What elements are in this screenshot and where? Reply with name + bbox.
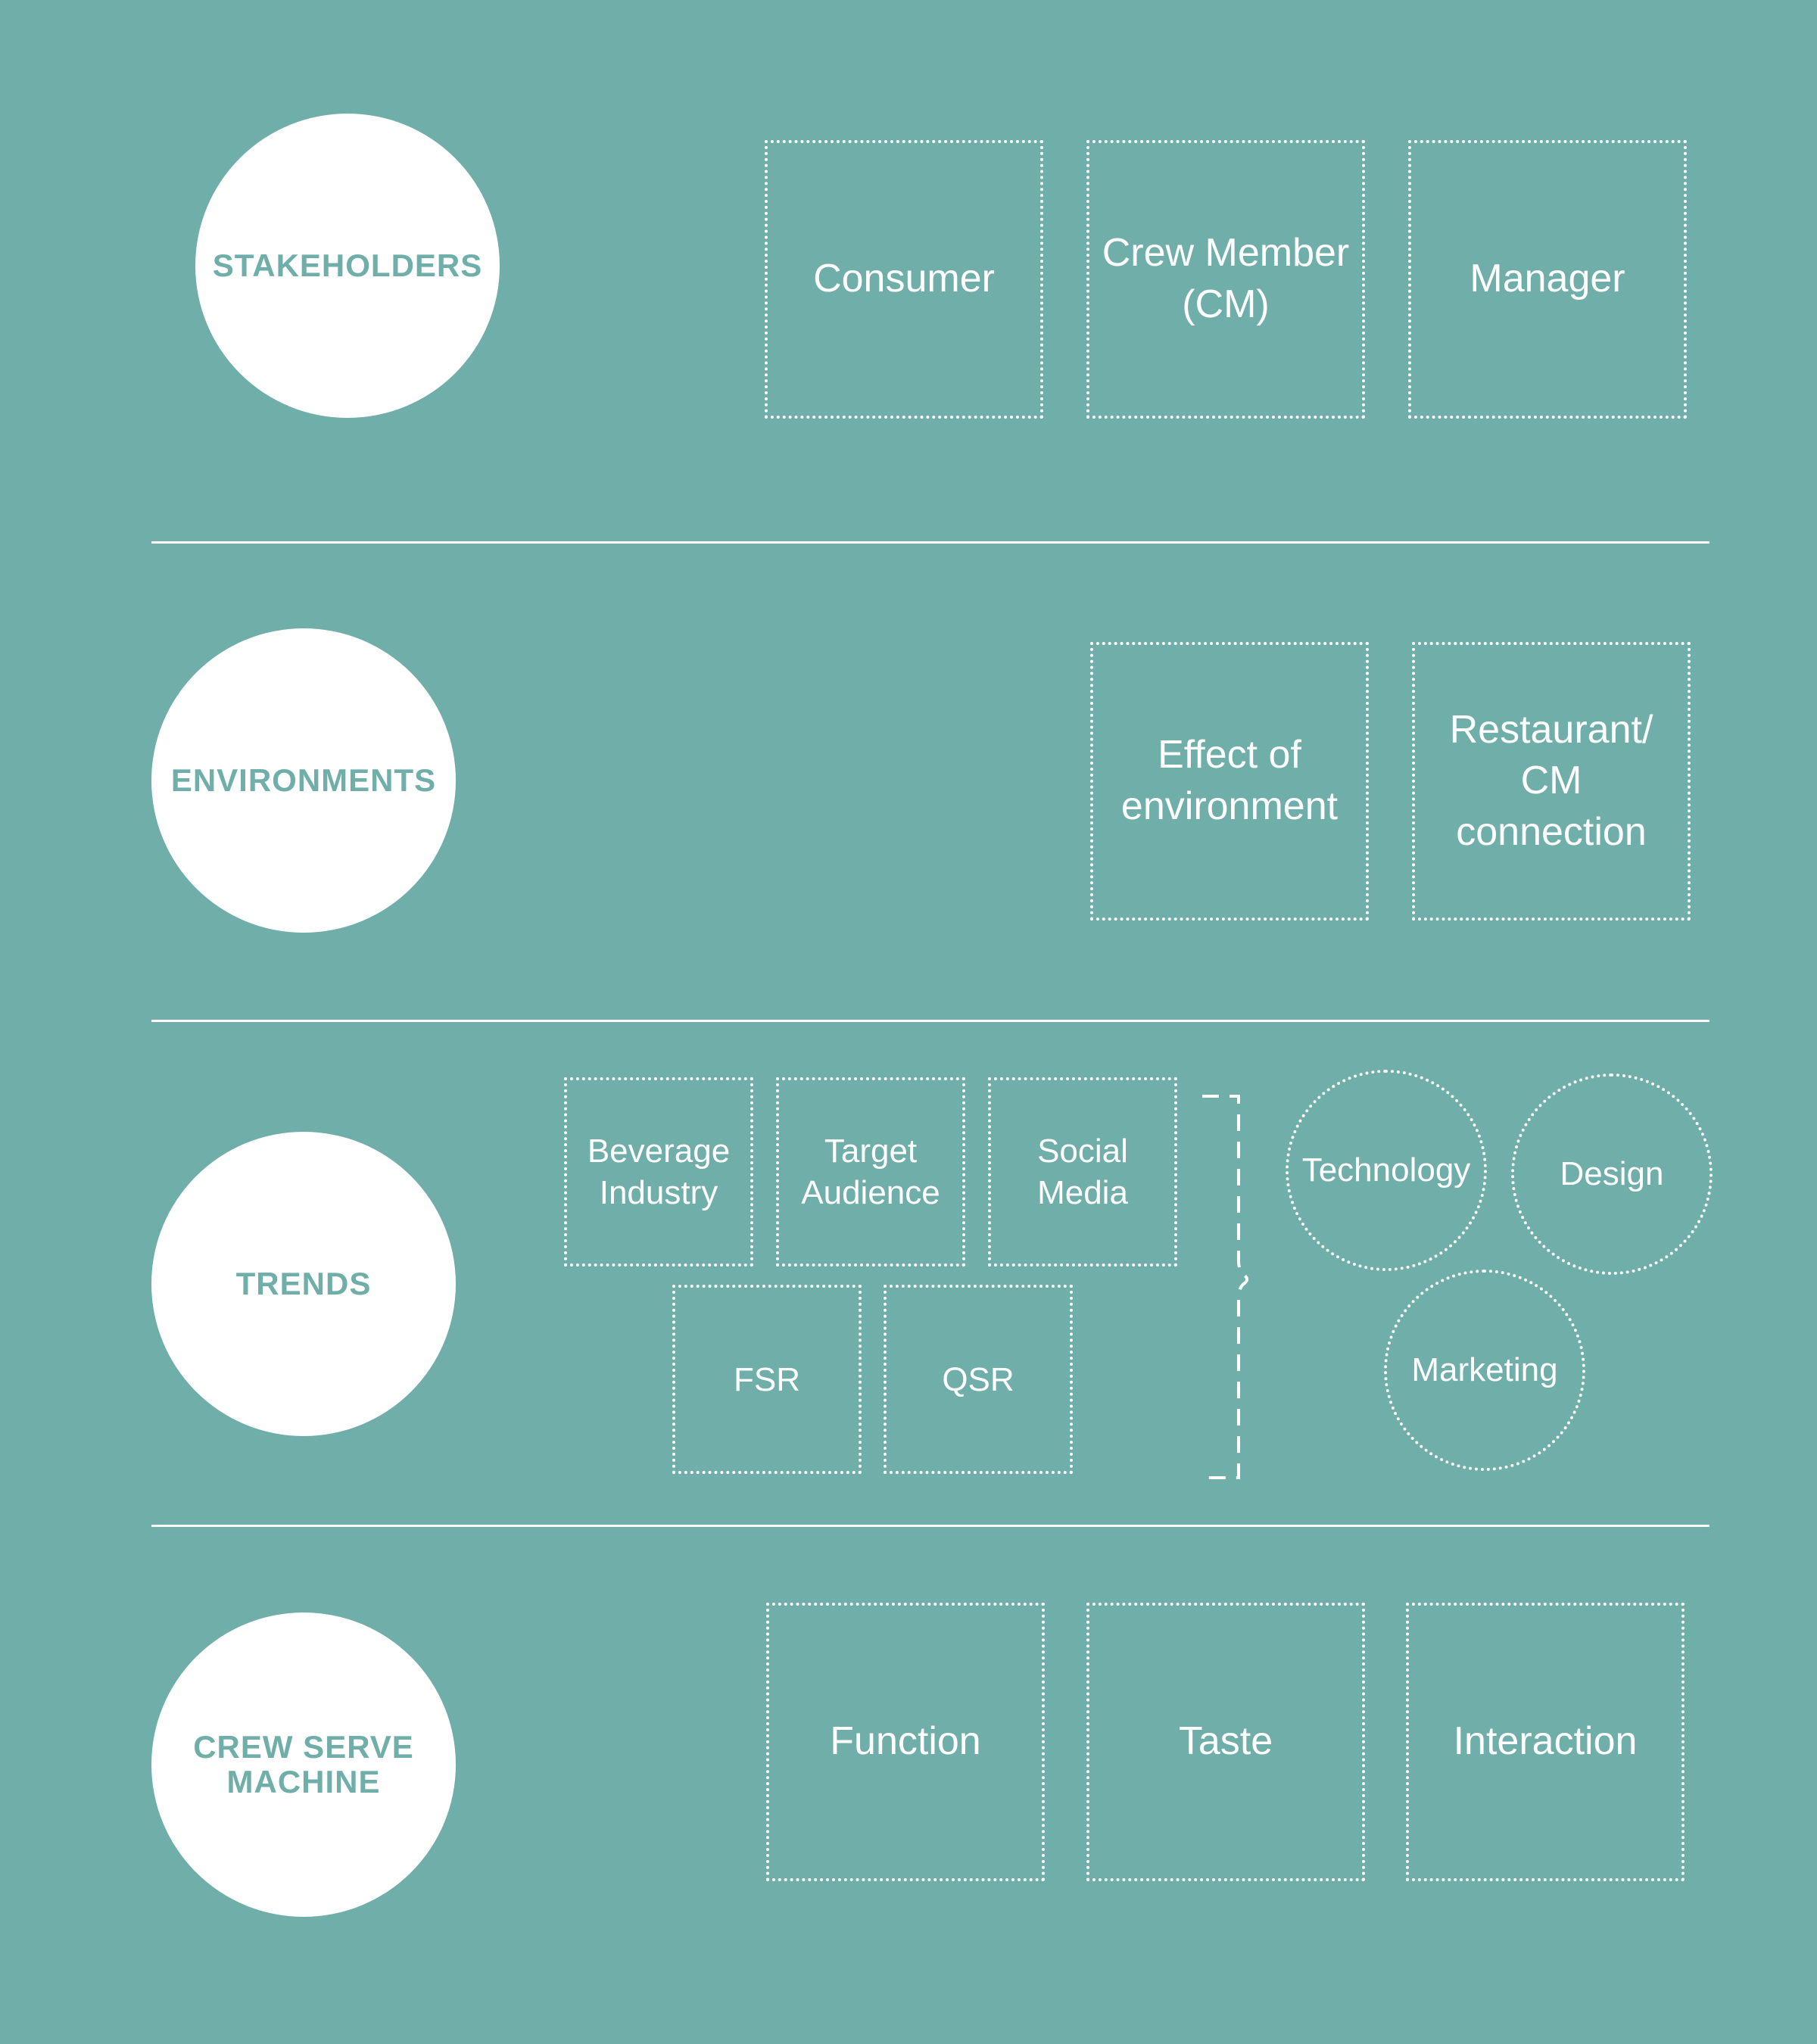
grouping-bracket bbox=[1202, 1095, 1248, 1479]
section-divider bbox=[151, 541, 1709, 544]
trend-box-fsr: FSR bbox=[672, 1285, 862, 1474]
crew-serve-machine-circle: CREW SERVE MACHINE bbox=[151, 1612, 456, 1917]
trend-box-qsr: QSR bbox=[884, 1285, 1073, 1474]
stakeholders-label: STAKEHOLDERS bbox=[212, 247, 483, 283]
stakeholder-box-consumer: Consumer bbox=[765, 140, 1043, 419]
trends-circle: TRENDS bbox=[151, 1132, 456, 1436]
trends-label: TRENDS bbox=[235, 1265, 372, 1301]
trend-box-label: Beverage Industry bbox=[587, 1133, 731, 1211]
trend-area-label: Marketing bbox=[1411, 1351, 1558, 1388]
trend-box-label: FSR bbox=[734, 1360, 800, 1398]
stakeholder-label: Crew Member (CM) bbox=[1102, 231, 1350, 326]
environments-circle: ENVIRONMENTS bbox=[151, 628, 456, 933]
machine-box-interaction: Interaction bbox=[1406, 1603, 1685, 1881]
trend-box-beverage-industry: Beverage Industry bbox=[564, 1077, 753, 1267]
machine-box-function: Function bbox=[766, 1603, 1045, 1881]
stakeholders-circle: STAKEHOLDERS bbox=[195, 114, 500, 418]
stakeholder-box-manager: Manager bbox=[1408, 140, 1687, 419]
trend-box-label: QSR bbox=[942, 1360, 1014, 1398]
trend-box-label: Target Audience bbox=[801, 1133, 940, 1211]
stakeholder-label: Manager bbox=[1469, 257, 1625, 301]
environment-label: Effect of environment bbox=[1120, 733, 1339, 828]
section-divider bbox=[151, 1020, 1709, 1022]
trend-area-technology: Technology bbox=[1286, 1070, 1487, 1271]
trend-area-marketing: Marketing bbox=[1384, 1270, 1585, 1471]
environment-box-restaurant: Restaurant/ CM connection bbox=[1412, 642, 1691, 921]
trend-area-label: Technology bbox=[1301, 1151, 1471, 1189]
trend-box-target-audience: Target Audience bbox=[776, 1077, 965, 1267]
machine-box-label: Interaction bbox=[1453, 1719, 1638, 1764]
stakeholder-box-crew-member: Crew Member (CM) bbox=[1086, 140, 1365, 419]
stakeholder-label: Consumer bbox=[813, 257, 995, 301]
environment-label: Restaurant/ CM connection bbox=[1449, 707, 1653, 854]
trend-box-social-media: Social Media bbox=[988, 1077, 1177, 1267]
trend-box-label: Social Media bbox=[1037, 1133, 1128, 1211]
machine-box-taste: Taste bbox=[1086, 1603, 1365, 1881]
machine-box-label: Taste bbox=[1178, 1719, 1273, 1764]
trend-area-label: Design bbox=[1560, 1155, 1664, 1192]
machine-box-label: Function bbox=[830, 1719, 981, 1764]
crew-serve-machine-label: CREW SERVE MACHINE bbox=[193, 1728, 414, 1799]
environment-box-effect: Effect of environment bbox=[1090, 642, 1369, 921]
trend-area-design: Design bbox=[1511, 1073, 1713, 1275]
environments-label: ENVIRONMENTS bbox=[170, 762, 437, 798]
section-divider bbox=[151, 1525, 1709, 1527]
